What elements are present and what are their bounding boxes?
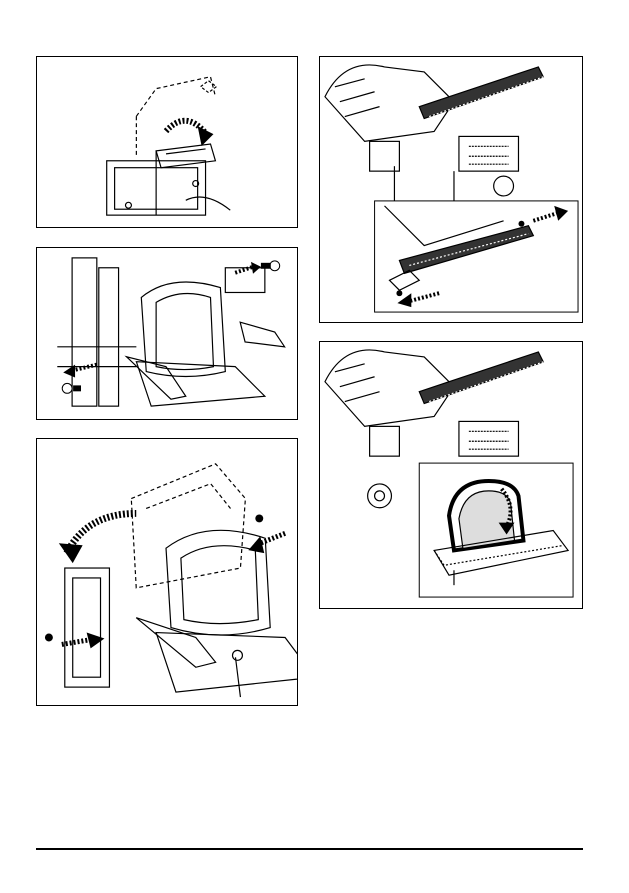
figure-knob-removal	[36, 247, 298, 420]
seat-lift-illustration	[37, 439, 297, 705]
figure-seat-lift	[36, 438, 298, 706]
footer-rule	[36, 848, 583, 850]
footrest-flip-illustration	[320, 342, 582, 608]
figure-footrest-removal	[319, 56, 583, 323]
footrest-removal-illustration	[320, 57, 582, 322]
figure-footrest-flip	[319, 341, 583, 609]
knob-removal-illustration	[37, 248, 297, 419]
seat-tilt-illustration	[37, 57, 297, 227]
figure-seat-tilt	[36, 56, 298, 228]
